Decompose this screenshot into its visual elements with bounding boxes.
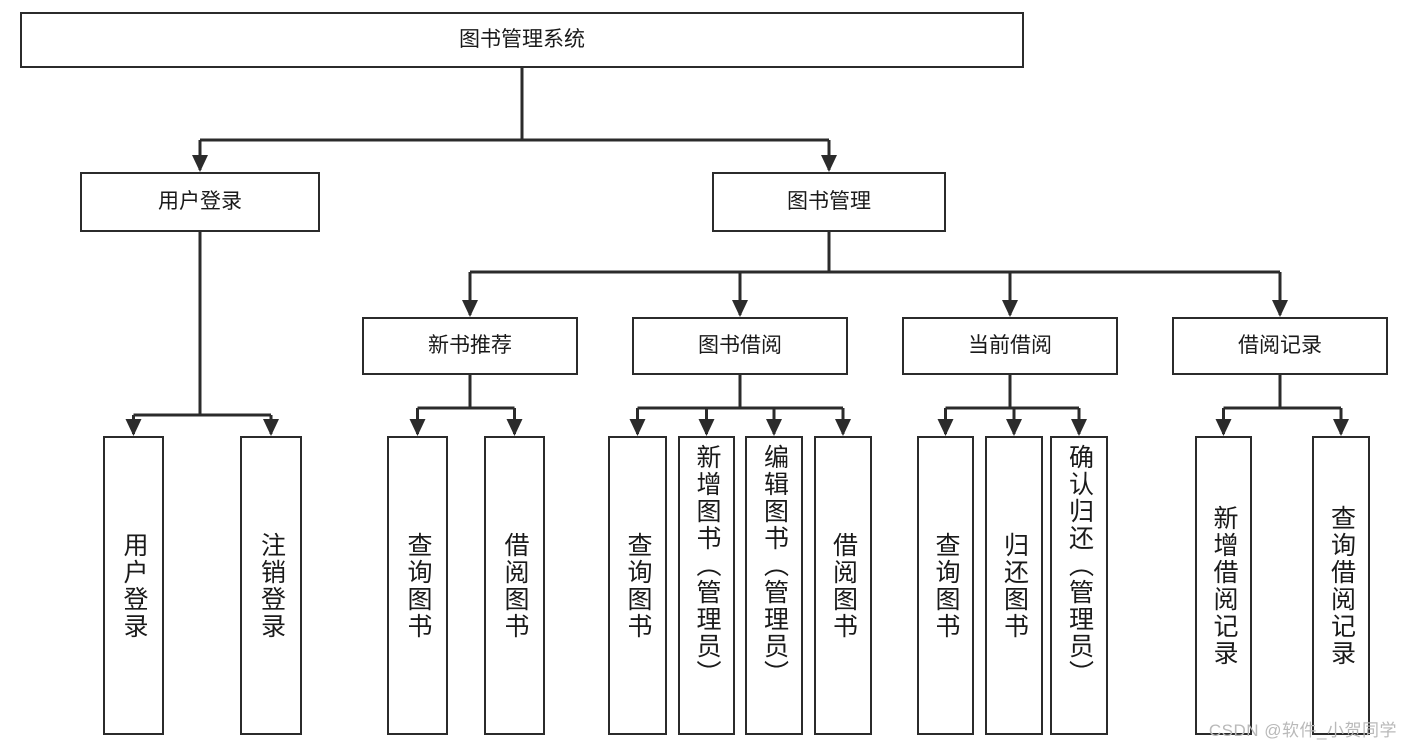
node-label: 图书借阅 xyxy=(698,333,782,357)
node-l2a[interactable]: 新书推荐 xyxy=(362,317,578,375)
node-l1b[interactable]: 图书管理 xyxy=(712,172,946,232)
node-l1a[interactable]: 用户登录 xyxy=(80,172,320,232)
node-leaf2[interactable]: 注销登录 xyxy=(240,436,302,735)
node-leaf12[interactable]: 新增借阅记录 xyxy=(1195,436,1252,735)
node-label: 借阅图书 xyxy=(829,531,858,640)
node-root[interactable]: 图书管理系统 xyxy=(20,12,1024,68)
node-leaf7[interactable]: 编辑图书（管理员） xyxy=(745,436,803,735)
node-label: 新增借阅记录 xyxy=(1210,504,1238,667)
node-label: 新增图书（管理员） xyxy=(693,444,721,687)
node-label: 用户登录 xyxy=(158,189,242,213)
node-label: 归还图书 xyxy=(1000,531,1029,640)
node-label: 确认归还（管理员） xyxy=(1065,444,1094,687)
node-label: 借阅图书 xyxy=(501,531,529,640)
node-leaf5[interactable]: 查询图书 xyxy=(608,436,667,735)
node-label: 注销登录 xyxy=(257,531,286,640)
node-label: 查询图书 xyxy=(624,531,652,640)
node-leaf10[interactable]: 归还图书 xyxy=(985,436,1043,735)
node-l2d[interactable]: 借阅记录 xyxy=(1172,317,1388,375)
node-leaf3[interactable]: 查询图书 xyxy=(387,436,448,735)
node-leaf4[interactable]: 借阅图书 xyxy=(484,436,545,735)
node-label: 图书管理系统 xyxy=(459,27,585,51)
node-label: 查询图书 xyxy=(404,531,432,640)
node-label: 图书管理 xyxy=(787,189,871,213)
node-label: 编辑图书（管理员） xyxy=(760,444,789,687)
node-l2b[interactable]: 图书借阅 xyxy=(632,317,848,375)
node-leaf8[interactable]: 借阅图书 xyxy=(814,436,872,735)
node-leaf13[interactable]: 查询借阅记录 xyxy=(1312,436,1370,735)
node-label: 查询图书 xyxy=(932,531,960,640)
node-label: 新书推荐 xyxy=(428,333,512,357)
node-l2c[interactable]: 当前借阅 xyxy=(902,317,1118,375)
node-leaf11[interactable]: 确认归还（管理员） xyxy=(1050,436,1108,735)
node-label: 当前借阅 xyxy=(968,333,1052,357)
node-leaf1[interactable]: 用户登录 xyxy=(103,436,164,735)
node-label: 用户登录 xyxy=(120,531,148,640)
node-leaf6[interactable]: 新增图书（管理员） xyxy=(678,436,735,735)
node-label: 借阅记录 xyxy=(1238,333,1322,357)
node-label: 查询借阅记录 xyxy=(1327,504,1356,667)
node-leaf9[interactable]: 查询图书 xyxy=(917,436,974,735)
